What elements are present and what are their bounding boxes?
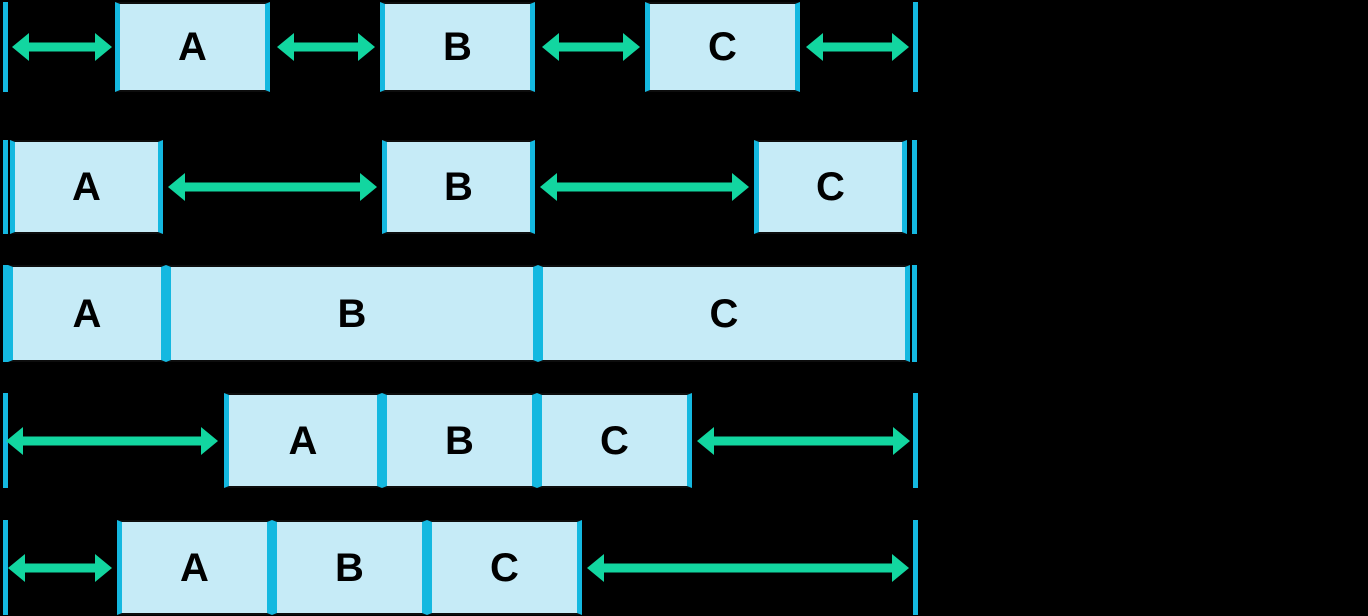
flex-item-label: C [709,291,739,336]
arrow-shaft [19,563,101,572]
flex-item-label: C [816,165,845,209]
flex-container-row: A B C [0,393,1368,488]
flex-container-row: A B C [0,520,1368,615]
flex-item-box: B [380,2,535,92]
container-edge-left [3,140,8,234]
arrow-head-left-icon [806,33,823,61]
arrow-head-right-icon [893,426,910,455]
arrow-shaft [17,436,207,445]
container-edge-right [913,393,918,488]
flex-container-row: A B C [0,265,1368,362]
arrow-shaft [598,563,898,572]
flex-item-box: B [272,520,427,615]
arrow-shaft [553,42,629,52]
flex-item-label: B [335,545,364,590]
arrow-head-left-icon [8,553,25,582]
spacing-arrow-icon [6,426,218,455]
spacing-arrow-icon [542,33,640,61]
arrow-head-left-icon [540,173,557,201]
flex-item-label: B [444,165,473,209]
container-edge-left [3,393,8,488]
flex-item-label: B [445,418,474,463]
container-edge-right [913,2,918,92]
container-edge-right [913,520,918,615]
arrow-shaft [23,42,101,52]
flex-item-label: A [72,291,102,336]
flex-item-label: B [337,291,367,336]
flex-item-box: C [754,140,907,234]
flex-item-label: A [180,545,209,590]
flex-item-box: C [537,393,692,488]
spacing-arrow-icon [8,553,112,582]
flex-item-label: A [288,418,318,463]
arrow-head-left-icon [168,173,185,201]
flex-item-label: C [490,545,519,590]
arrow-head-right-icon [892,553,909,582]
arrow-head-right-icon [95,33,112,61]
flex-item-box: A [8,265,166,362]
arrow-head-right-icon [358,33,375,61]
arrow-head-right-icon [360,173,377,201]
spacing-arrow-icon [697,426,910,455]
arrow-head-right-icon [623,33,640,61]
arrow-head-right-icon [95,553,112,582]
flex-item-label: A [72,165,101,209]
flex-container-row: A B C [0,2,1368,92]
arrow-shaft [179,182,366,192]
flex-item-box: B [382,393,537,488]
spacing-arrow-icon [540,173,749,201]
spacing-arrow-icon [168,173,377,201]
arrow-shaft [708,436,899,445]
flex-item-box: C [427,520,582,615]
arrow-head-left-icon [542,33,559,61]
flex-item-box: A [10,140,163,234]
arrow-head-left-icon [697,426,714,455]
flex-item-label: C [600,418,629,463]
flex-item-box: B [382,140,535,234]
container-edge-right [912,265,917,362]
container-edge-right [912,140,917,234]
flex-item-label: C [708,25,737,69]
arrow-head-right-icon [732,173,749,201]
arrow-shaft [551,182,738,192]
flex-item-label: B [443,25,472,69]
flex-item-box: B [166,265,538,362]
flex-item-box: A [115,2,270,92]
container-edge-left [3,520,8,615]
spacing-arrow-icon [587,553,909,582]
flex-container-row: A B C [0,140,1368,234]
arrow-head-left-icon [12,33,29,61]
spacing-arrow-icon [806,33,909,61]
flex-item-box: C [645,2,800,92]
arrow-head-right-icon [201,426,218,455]
spacing-arrow-icon [277,33,375,61]
flex-item-label: A [178,25,207,69]
arrow-head-left-icon [277,33,294,61]
arrow-shaft [817,42,898,52]
spacing-arrow-icon [12,33,112,61]
arrow-head-left-icon [587,553,604,582]
container-edge-left [3,265,8,362]
container-edge-left [3,2,8,92]
flex-item-box: A [117,520,272,615]
arrow-head-right-icon [892,33,909,61]
arrow-head-left-icon [6,426,23,455]
flex-item-box: A [224,393,382,488]
arrow-shaft [288,42,364,52]
flex-item-box: C [538,265,910,362]
